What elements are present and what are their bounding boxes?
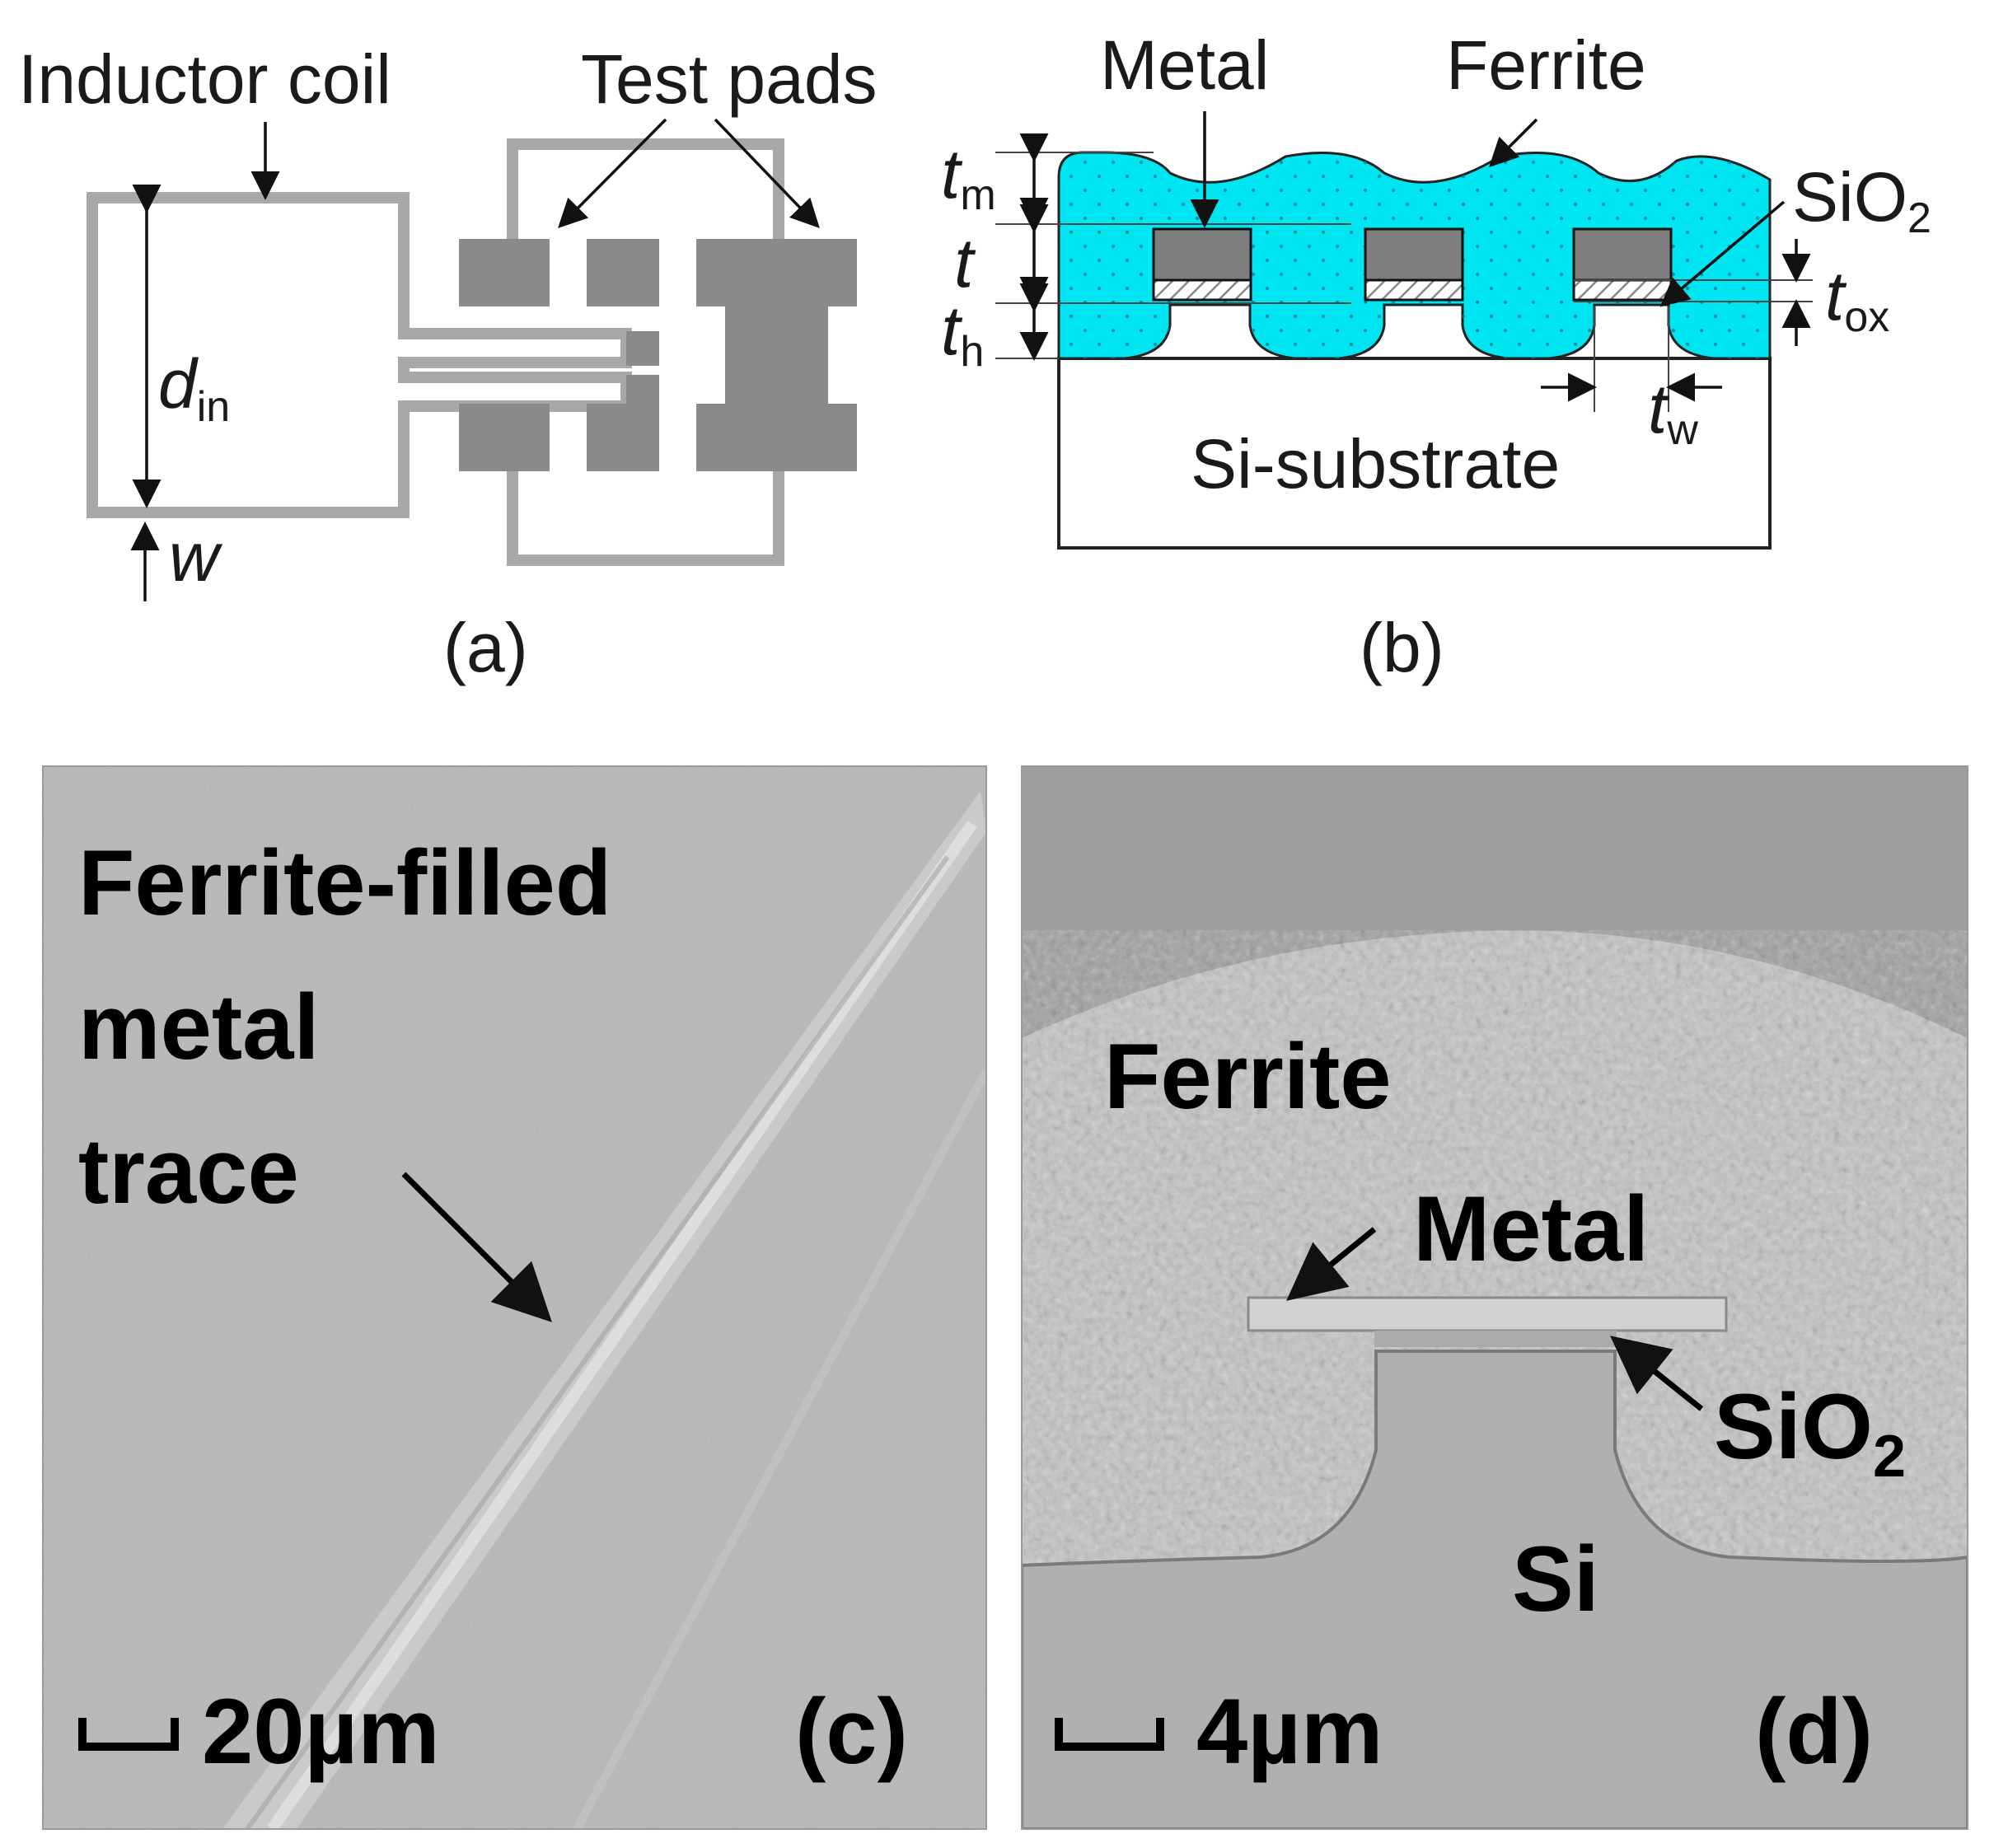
scale-bar-d (1055, 1718, 1164, 1751)
sio2-label-d: SiO2 (1714, 1375, 1906, 1490)
panel-c-labels: Ferrite-filled metal trace 20µm (c) (78, 831, 908, 1783)
ferrite-label: Ferrite (1446, 26, 1646, 104)
sio2-label: SiO2 (1792, 158, 1931, 242)
tw-label: tw (1648, 370, 1698, 454)
test-pad (587, 404, 659, 471)
test-pad-lead (626, 375, 659, 409)
test-pad (459, 239, 550, 306)
sio2-layer (1364, 278, 1464, 302)
sio2-strip (1374, 1331, 1617, 1347)
ferrite-filled-title-line3: trace (78, 1120, 299, 1223)
ferrite-filled-title-line2: metal (78, 975, 320, 1078)
tox-label: tox (1825, 257, 1889, 341)
si-substrate-label: Si-substrate (1191, 425, 1560, 503)
panel-b-cross-section: Metal Ferrite SiO2 tm t th tox tw Si-sub… (941, 26, 1931, 686)
test-pad-lead (626, 331, 659, 366)
metal-trace (1572, 227, 1673, 282)
panel-a-inductor-layout: Inductor coil Test pads din w (a) (18, 40, 878, 686)
metal-trace-streak (222, 791, 986, 1829)
scale-label-c: 20µm (202, 1680, 440, 1783)
tm-label: tm (941, 135, 996, 219)
sio2-pointer-arrow-d (1610, 1336, 1704, 1411)
inductor-coil (87, 192, 632, 518)
caption-d: (d) (1755, 1680, 1873, 1783)
sio2-layer (1152, 278, 1252, 302)
sio2-pointer-arrow (1659, 200, 1786, 307)
test-pads-label: Test pads (581, 40, 878, 118)
metal-traces (1152, 227, 1673, 302)
din-label: din (158, 345, 230, 431)
metal-label: Metal (1100, 26, 1269, 104)
th-label: th (941, 292, 984, 376)
test-pad-bridge (725, 306, 828, 404)
si-substrate (1057, 357, 1772, 550)
metal-label-d: Metal (1413, 1177, 1649, 1280)
w-label: w (169, 518, 223, 596)
caption-b: (b) (1360, 609, 1444, 686)
test-pads (459, 239, 857, 471)
metal-strip (1247, 1296, 1728, 1332)
test-pad (459, 404, 550, 471)
test-pad (696, 239, 857, 306)
caption-a: (a) (443, 609, 528, 686)
panel-d-labels: Ferrite Metal SiO2 Si 4µm (d) (1055, 1025, 1906, 1783)
scale-label-d: 4µm (1196, 1680, 1383, 1783)
metal-trace (1364, 227, 1464, 282)
t-label: t (954, 224, 976, 302)
pads-arrow-left (558, 118, 667, 228)
pads-arrow-right (714, 118, 820, 229)
panel-d-sem-cross-section (1022, 766, 1968, 1829)
test-pad (587, 239, 659, 306)
probe-loop (507, 138, 784, 566)
trace-pointer-arrow (401, 1172, 552, 1322)
si-label-d: Si (1512, 1528, 1599, 1630)
metal-pointer-arrow-d (1286, 1227, 1377, 1301)
metal-trace (1152, 227, 1252, 282)
ferrite-label-d: Ferrite (1104, 1025, 1392, 1128)
scale-bar-c (78, 1718, 179, 1751)
si-region (1022, 1350, 1968, 1829)
ferrite-pointer-arrow (1489, 118, 1538, 167)
ferrite-filled-title-line1: Ferrite-filled (78, 831, 611, 934)
test-pad (696, 404, 857, 471)
sio2-layer (1572, 278, 1673, 302)
caption-c: (c) (795, 1680, 908, 1783)
inductor-coil-label: Inductor coil (18, 40, 391, 118)
